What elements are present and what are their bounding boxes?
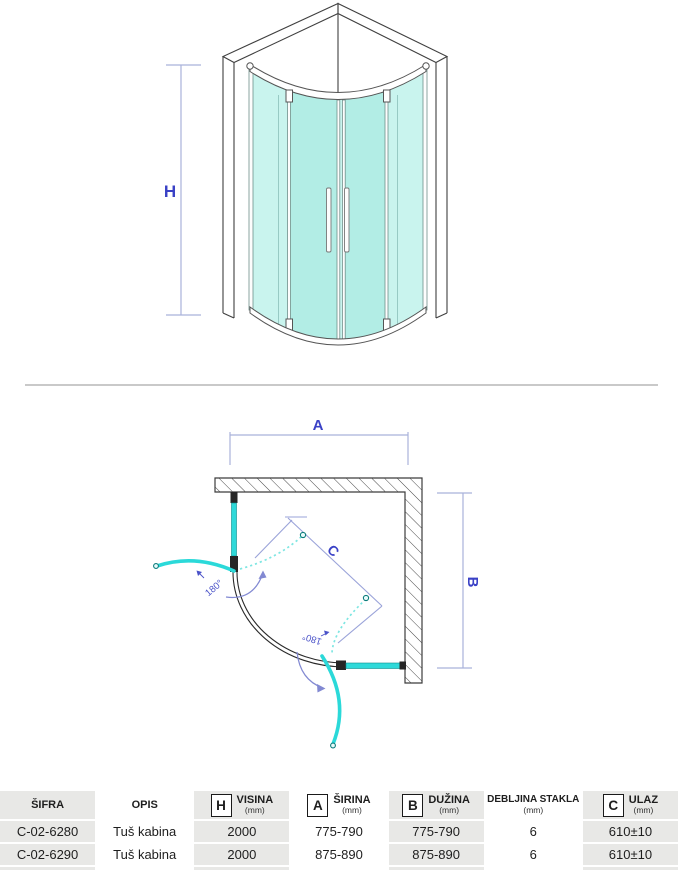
table-row-partial xyxy=(0,867,96,870)
section-divider xyxy=(25,384,658,386)
table-row-partial xyxy=(582,867,678,870)
col-header-sirina: A ŠIRINA(mm) xyxy=(291,791,387,819)
cell-duzina-2: 875-890 xyxy=(388,844,484,865)
table-row-partial xyxy=(485,867,581,870)
col-header-opis: OPIS xyxy=(97,791,193,819)
cell-sifra-1: C-02-6280 xyxy=(0,821,96,842)
spec-table: ŠIFRA OPIS H VISINA(mm) A ŠIRINA(mm) B D… xyxy=(0,791,678,870)
cell-visina-1: 2000 xyxy=(194,821,290,842)
entry-point-2 xyxy=(362,594,370,602)
fixed-panel-left xyxy=(230,492,238,572)
cell-duzina-1: 775-790 xyxy=(388,821,484,842)
dim-label-c: C xyxy=(324,541,342,559)
svg-text:180°: 180° xyxy=(203,578,225,599)
cell-ulaz-2: 610±10 xyxy=(582,844,678,865)
table-row-partial xyxy=(97,867,193,870)
letterbox-h: H xyxy=(210,793,232,817)
letterbox-c: C xyxy=(602,793,624,817)
track-arc xyxy=(232,571,346,668)
dimension-a xyxy=(229,432,409,465)
dim-label-b: B xyxy=(464,577,481,588)
back-walls xyxy=(221,2,449,319)
letterbox-b: B xyxy=(402,793,424,817)
dimension-h xyxy=(166,64,201,316)
cell-debljina-1: 6 xyxy=(485,821,581,842)
walls xyxy=(214,477,423,684)
front-view-drawing: H xyxy=(164,2,449,346)
table-row-partial xyxy=(388,867,484,870)
plan-view-drawing: A B xyxy=(153,417,481,749)
table-row-partial xyxy=(291,867,387,870)
angle-label-left: 180° xyxy=(196,570,226,599)
dim-label-a: A xyxy=(313,417,324,434)
cell-opis-2: Tuš kabina xyxy=(97,844,193,865)
col-header-duzina: B DUŽINA(mm) xyxy=(388,791,484,819)
cell-sifra-2: C-02-6290 xyxy=(0,844,96,865)
letterbox-a: A xyxy=(307,793,329,817)
svg-text:180°: 180° xyxy=(301,630,323,647)
col-header-debljina: DEBLJINA STAKLA(mm) xyxy=(485,791,581,819)
door-left-endpoint xyxy=(153,563,159,569)
top-rail xyxy=(246,62,430,100)
col-header-ulaz: C ULAZ(mm) xyxy=(582,791,678,819)
cell-debljina-2: 6 xyxy=(485,844,581,865)
door-bottom-endpoint xyxy=(330,742,336,749)
angle-label-bottom: 180° xyxy=(301,630,330,647)
cell-ulaz-1: 610±10 xyxy=(582,821,678,842)
col-header-visina: H VISINA(mm) xyxy=(194,791,290,819)
cell-opis-1: Tuš kabina xyxy=(97,821,193,842)
dim-label-h: H xyxy=(164,182,176,201)
door-left-open xyxy=(155,559,236,573)
door-bottom-open xyxy=(320,654,342,746)
dimension-b xyxy=(437,492,472,669)
table-row-partial xyxy=(194,867,290,870)
cell-sirina-1: 775-790 xyxy=(291,821,387,842)
swing-arrow-left xyxy=(225,570,267,599)
door-travel-dashed xyxy=(239,535,367,654)
fixed-panel-bottom xyxy=(336,660,406,670)
col-header-sifra: ŠIFRA xyxy=(0,791,96,819)
swing-arrow-bottom xyxy=(296,651,326,693)
cell-visina-2: 2000 xyxy=(194,844,290,865)
door-handles xyxy=(326,187,350,253)
bottom-rail xyxy=(249,306,427,346)
dimension-c xyxy=(254,516,383,644)
entry-point-1 xyxy=(299,531,307,539)
top-rollers xyxy=(285,89,391,103)
cell-sirina-2: 875-890 xyxy=(291,844,387,865)
